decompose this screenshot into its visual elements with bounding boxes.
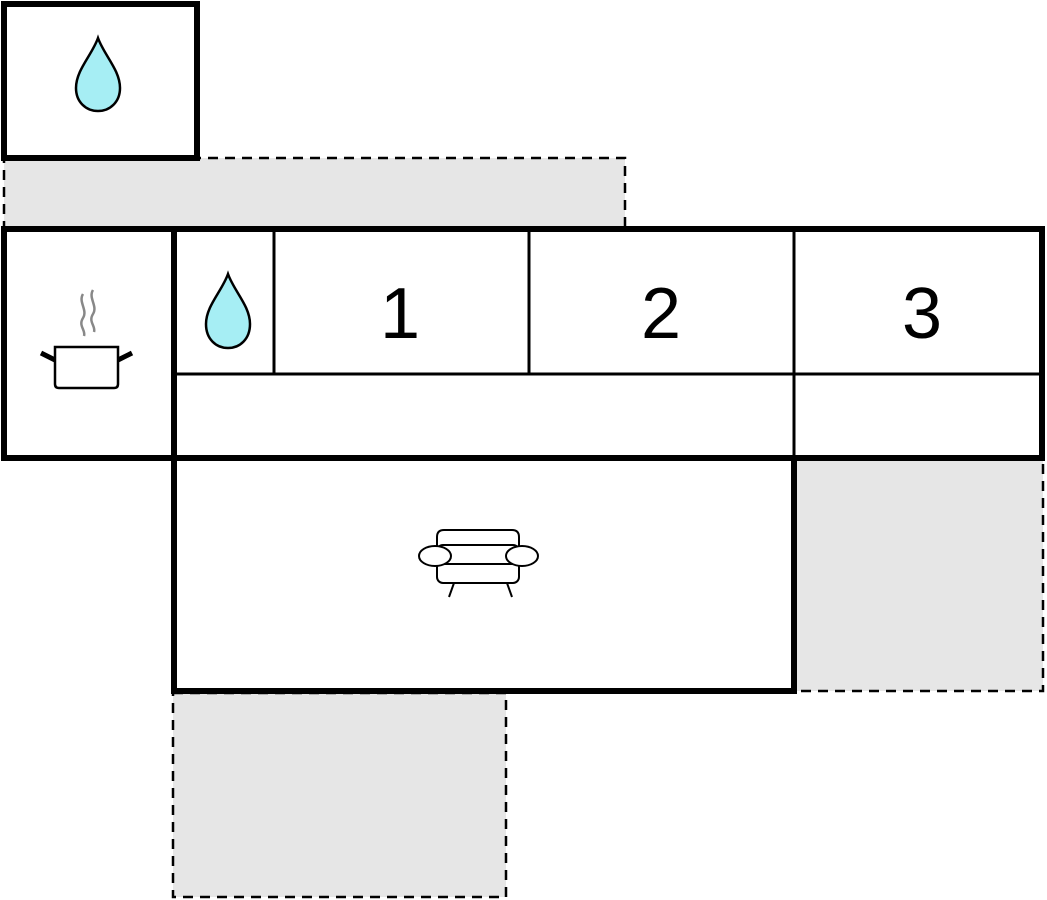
- sofa-leg-right: [506, 582, 513, 598]
- terrace-right: [792, 456, 1045, 693]
- terraces: [2, 156, 1045, 899]
- bedroom-2-label: 2: [641, 274, 681, 354]
- sofa-arm-left: [418, 545, 452, 567]
- pot-body: [53, 345, 120, 390]
- sofa-icon: [418, 529, 539, 598]
- water-drop-icon: [74, 34, 122, 113]
- sofa-back: [436, 529, 520, 547]
- terrace-bottom: [171, 691, 508, 899]
- pot-handle-right: [116, 350, 134, 363]
- bedroom-3-label: 3: [902, 274, 942, 354]
- terrace-top: [2, 156, 627, 230]
- sofa-arm-right: [505, 545, 539, 567]
- water-drop-icon: [204, 270, 252, 350]
- steam-line: [90, 289, 96, 333]
- sofa-leg-left: [448, 582, 455, 598]
- pot-handle-left: [39, 350, 57, 363]
- steam-line: [80, 293, 86, 337]
- bedroom-1-label: 1: [380, 274, 420, 354]
- room-kitchen: [1, 226, 177, 461]
- cooking-pot-icon: [39, 289, 134, 390]
- interior-walls: [174, 229, 1042, 458]
